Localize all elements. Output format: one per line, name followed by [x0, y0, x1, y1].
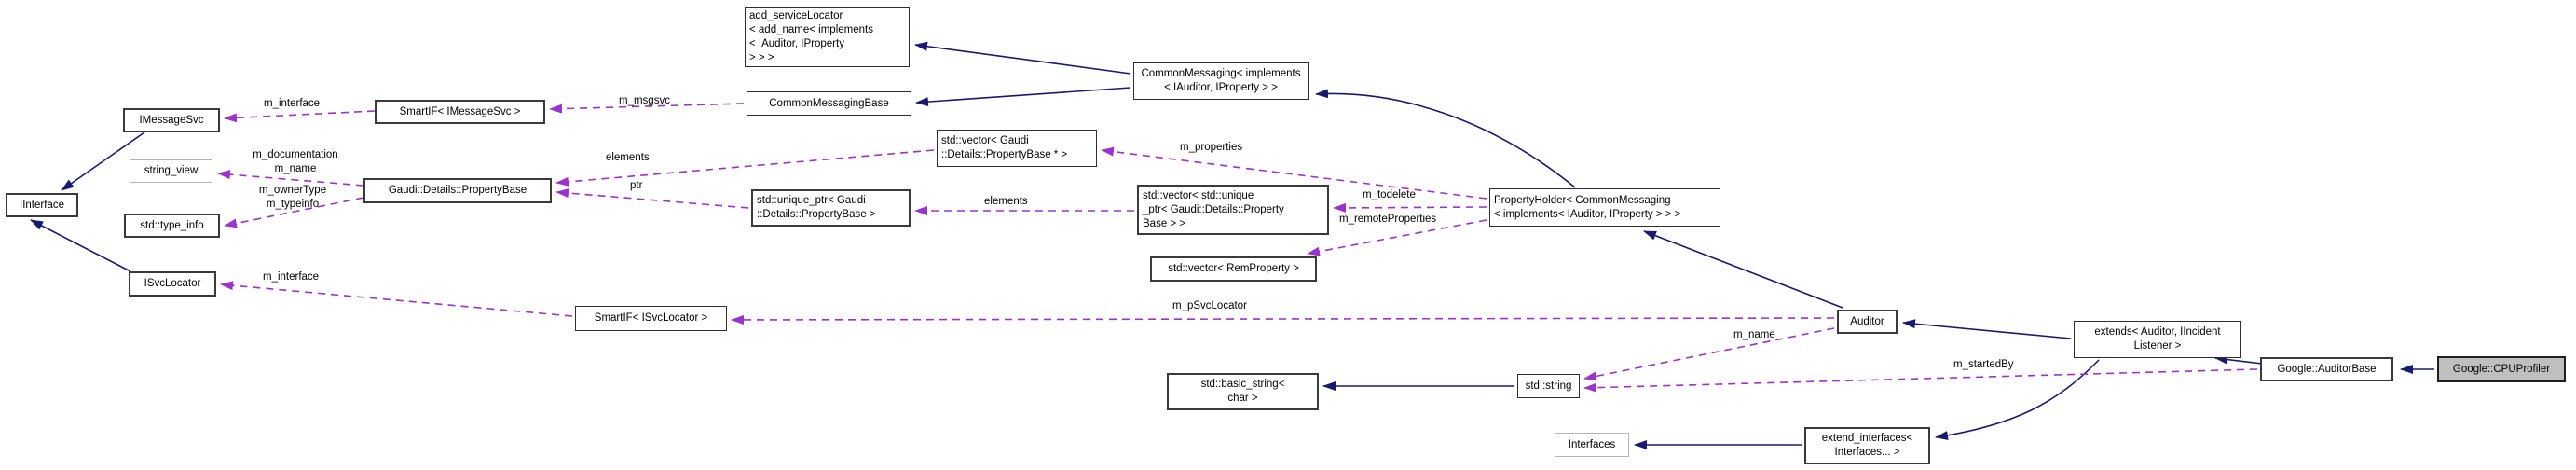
edge-label-m-documentation-m-name: m_documentation m_name — [253, 149, 338, 174]
node-vector-remproperty[interactable]: std::vector< RemProperty > — [1150, 256, 1317, 282]
edge-label-m-startedby: m_startedBy — [1953, 359, 2014, 370]
node-unique-ptr-propertybase[interactable]: std::unique_ptr< Gaudi ::Details::Proper… — [751, 189, 911, 227]
edge-label-m-msgsvc: m_msgsvc — [619, 95, 670, 106]
edge-propertyholder-vectorrem — [1307, 219, 1487, 256]
node-extend-interfaces[interactable]: extend_interfaces< Interfaces... > — [1804, 427, 1930, 464]
edge-vectorpb-propertybase — [555, 149, 935, 187]
edge-auditorbase-extends — [2214, 354, 2263, 365]
node-type-info[interactable]: std::type_info — [124, 214, 220, 238]
node-vector-propertybase-ptr[interactable]: std::vector< Gaudi ::Details::PropertyBa… — [937, 130, 1097, 167]
edge-propertyholder-vectoruptr — [1333, 202, 1487, 213]
node-smartif-imessagesvc[interactable]: SmartIF< IMessageSvc > — [375, 100, 545, 124]
node-add-servicelocator[interactable]: add_serviceLocator < add_name< implement… — [745, 7, 910, 67]
node-propertybase[interactable]: Gaudi::Details::PropertyBase — [363, 178, 552, 203]
edge-extends-auditor — [1902, 319, 2072, 339]
edge-propertybase-typeinfo — [224, 197, 364, 228]
edge-label-m-remoteproperties: m_remoteProperties — [1339, 214, 1437, 225]
edge-smartifisvclocator-isvclocator — [220, 281, 573, 317]
edge-auditor-string — [1583, 327, 1835, 381]
edge-propertybase-stringview — [217, 170, 364, 187]
edge-imessagesvc-iinterface — [61, 131, 145, 191]
node-google-cpuprofiler[interactable]: Google::CPUProfiler — [2437, 356, 2566, 382]
edge-label-m-psvclocator: m_pSvcLocator — [1172, 300, 1247, 311]
edge-auditor-propertyholder — [1643, 230, 1843, 309]
node-string-view[interactable]: string_view — [130, 159, 212, 183]
edge-label-elements-2: elements — [984, 196, 1028, 207]
node-google-auditorbase[interactable]: Google::AuditorBase — [2260, 357, 2393, 381]
node-isvclocator[interactable]: ISvcLocator — [129, 271, 216, 297]
edge-cmb-smartifimsgsvc — [549, 103, 745, 114]
node-std-string[interactable]: std::string — [1517, 374, 1580, 398]
node-smartif-isvclocator[interactable]: SmartIF< ISvcLocator > — [575, 306, 727, 331]
edge-label-ptr: ptr — [630, 180, 643, 191]
edge-label-m-interface-top: m_interface — [264, 98, 321, 109]
node-vector-unique-ptr[interactable]: std::vector< std::unique _ptr< Gaudi::De… — [1137, 185, 1329, 235]
edge-isvclocator-iinterface — [30, 219, 131, 272]
edge-propertyholder-commonmessaging — [1315, 89, 1576, 188]
node-extends-auditor[interactable]: extends< Auditor, IIncident Listener > — [2074, 321, 2241, 358]
edge-auditorbase-string — [1583, 368, 2258, 393]
edge-auditor-smartifisvclocator — [731, 314, 1835, 325]
edge-label-m-todelete: m_todelete — [1363, 189, 1416, 200]
edge-label-m-properties: m_properties — [1180, 142, 1243, 153]
node-auditor[interactable]: Auditor — [1837, 310, 1898, 334]
edge-label-m-name: m_name — [1733, 329, 1775, 340]
node-commonmessagingbase[interactable]: CommonMessagingBase — [747, 91, 911, 116]
edge-uniqueptr-propertybase — [555, 188, 749, 209]
edge-label-elements-1: elements — [606, 152, 650, 163]
node-iinterface[interactable]: IInterface — [6, 193, 78, 217]
node-basic-string-char[interactable]: std::basic_string< char > — [1167, 373, 1319, 410]
node-imessagesvc[interactable]: IMessageSvc — [123, 108, 220, 132]
node-commonmessaging[interactable]: CommonMessaging< implements < IAuditor, … — [1133, 62, 1309, 100]
edge-label-m-interface-bottom: m_interface — [263, 271, 320, 283]
edge-label-m-ownertype-m-typeinfo: m_ownerType m_typeinfo — [258, 185, 327, 210]
node-propertyholder[interactable]: PropertyHolder< CommonMessaging < implem… — [1489, 188, 1720, 227]
edge-commonmessaging-addservicelocator — [914, 41, 1131, 75]
edge-commonmessaging-commonmessagingbase — [915, 87, 1131, 107]
edge-smartifimsgsvc-imessagesvc — [224, 110, 376, 123]
node-interfaces[interactable]: Interfaces — [1555, 433, 1629, 457]
